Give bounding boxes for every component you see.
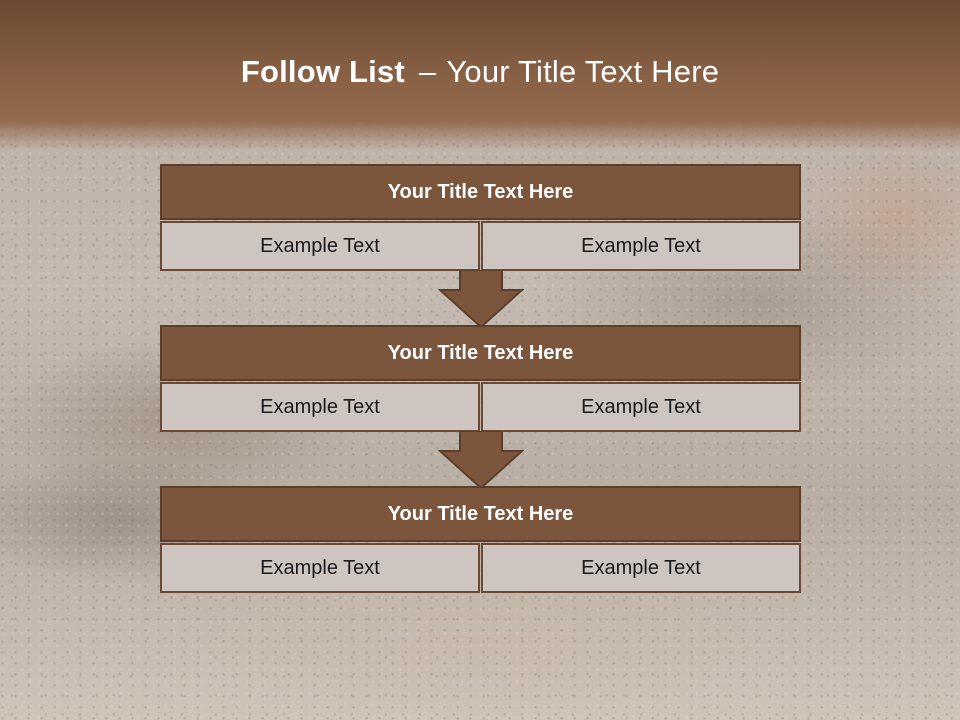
block-row: Example Text Example Text [160,543,801,593]
list-block-3: Your Title Text Here Example Text Exampl… [160,486,801,593]
list-block-2: Your Title Text Here Example Text Exampl… [160,325,801,432]
block-cell-right: Example Text [481,221,801,271]
block-cell-right: Example Text [481,382,801,432]
block-title: Your Title Text Here [160,486,801,542]
block-row: Example Text Example Text [160,382,801,432]
header-band [0,0,960,150]
block-cell-left: Example Text [160,221,480,271]
block-cell-left: Example Text [160,543,480,593]
title-separator: – [418,54,437,89]
down-arrow-icon [438,270,524,328]
list-block-1: Your Title Text Here Example Text Exampl… [160,164,801,271]
slide-title: Follow List–Your Title Text Here [0,54,960,90]
title-rest: Your Title Text Here [446,54,720,89]
down-arrow-icon [438,431,524,489]
block-cell-right: Example Text [481,543,801,593]
title-bold: Follow List [240,54,405,89]
block-cell-left: Example Text [160,382,480,432]
block-row: Example Text Example Text [160,221,801,271]
block-title: Your Title Text Here [160,164,801,220]
block-title: Your Title Text Here [160,325,801,381]
